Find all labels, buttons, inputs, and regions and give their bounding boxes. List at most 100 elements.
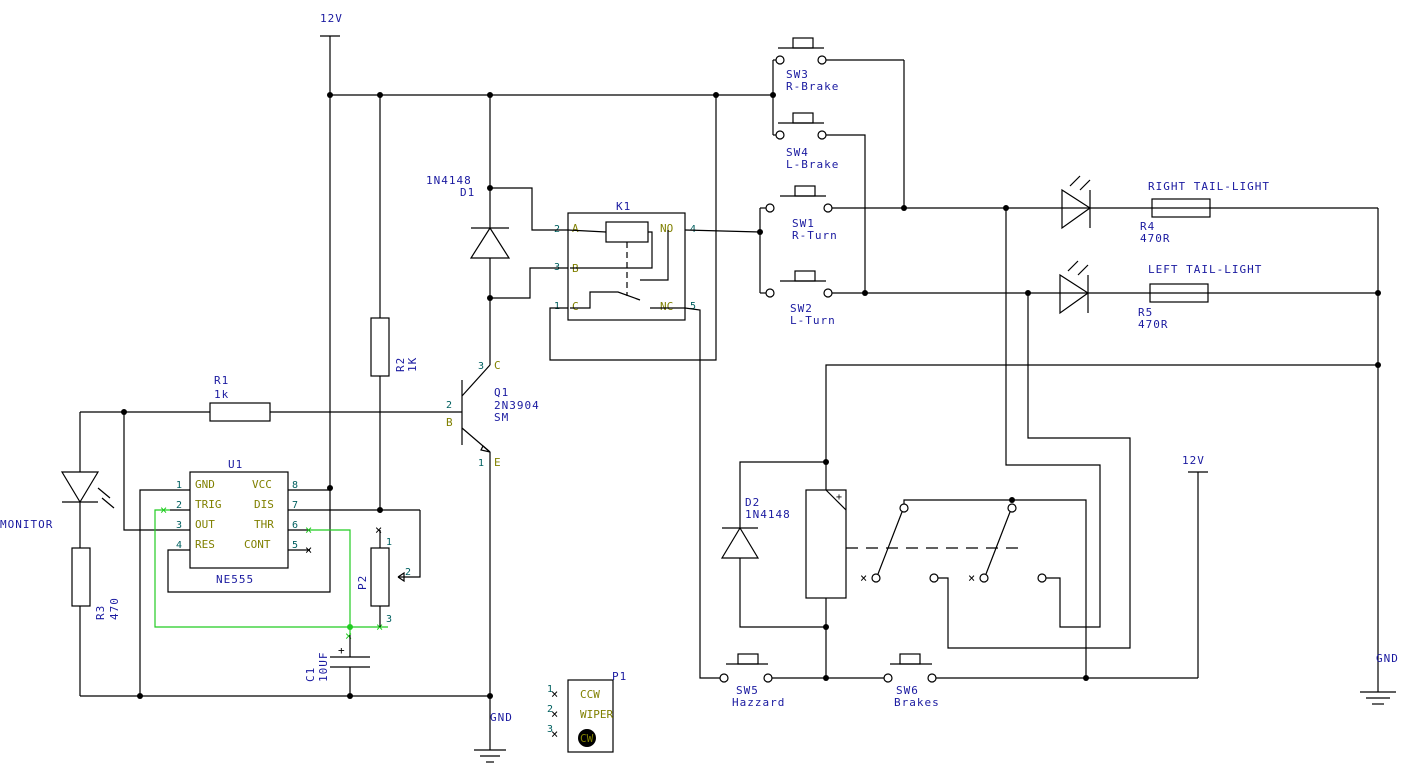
svg-text:×: × bbox=[375, 523, 382, 537]
k1-ref: K1 bbox=[616, 200, 631, 213]
right-tail-led: RIGHT TAIL-LIGHT bbox=[1003, 175, 1270, 230]
svg-text:1: 1 bbox=[554, 301, 560, 312]
svg-text:1: 1 bbox=[547, 684, 553, 695]
sw6-switch: SW6 Brakes bbox=[883, 653, 1198, 709]
top-rail-wire bbox=[327, 92, 776, 98]
nc-x-thr: × bbox=[305, 523, 312, 537]
q1-pin-b: B bbox=[446, 416, 453, 429]
q1-pin-e: E bbox=[494, 456, 501, 469]
sw1-switch: SW1 R-Turn bbox=[759, 185, 1378, 293]
svg-text:6: 6 bbox=[292, 520, 298, 531]
svg-text:×: × bbox=[551, 687, 558, 701]
svg-text:×: × bbox=[860, 571, 867, 585]
u1-pin-out: OUT bbox=[195, 518, 215, 531]
u1-pin-gnd: GND bbox=[195, 478, 215, 491]
r4-value: 470R bbox=[1140, 232, 1171, 245]
sw5-ref: SW5 bbox=[736, 684, 759, 697]
r2-ref: R2 bbox=[394, 357, 407, 372]
p1-pin-ccw: CCW bbox=[580, 688, 600, 701]
u1-pin-trig: TRIG bbox=[195, 498, 222, 511]
d1-diode: 1N4148 D1 bbox=[426, 95, 511, 365]
p1-pin-cw: CW bbox=[580, 732, 594, 745]
r5-value: 470R bbox=[1138, 318, 1169, 331]
u1-pin-vcc: VCC bbox=[252, 478, 272, 491]
sw3-value: R-Brake bbox=[786, 80, 839, 93]
r4-resistor: R4 470R bbox=[1140, 198, 1211, 245]
gnd-right-label: GND bbox=[1376, 652, 1399, 665]
svg-text:3: 3 bbox=[547, 724, 553, 735]
r5-resistor: R5 470R bbox=[1138, 283, 1209, 331]
vcc-right-symbol: 12V bbox=[1182, 454, 1208, 678]
c1-value: 10UF bbox=[317, 652, 330, 683]
left-tail-led: LEFT TAIL-LIGHT bbox=[1025, 260, 1262, 315]
q1-pkg: SM bbox=[494, 411, 509, 424]
p2-ref: P2 bbox=[356, 575, 369, 590]
gnd-bottom-symbol: GND bbox=[474, 696, 513, 763]
sw4-ref: SW4 bbox=[786, 146, 809, 159]
c1-capacitor: + C1 10UF bbox=[304, 635, 370, 699]
relay2-contacts: × × bbox=[860, 208, 1131, 678]
svg-text:3: 3 bbox=[176, 520, 182, 531]
q1-transistor: Q1 2N3904 SM C B E 3 2 1 bbox=[446, 359, 540, 696]
sw6-value: Brakes bbox=[894, 696, 940, 709]
r4-ref: R4 bbox=[1140, 220, 1155, 233]
c1-ref: C1 bbox=[304, 667, 317, 682]
svg-text:1: 1 bbox=[386, 537, 392, 548]
r2-resistor: R2 1K bbox=[370, 95, 419, 513]
left-tail-label: LEFT TAIL-LIGHT bbox=[1148, 263, 1262, 276]
r5-ref: R5 bbox=[1138, 306, 1153, 319]
svg-text:1: 1 bbox=[478, 458, 484, 469]
sw2-ref: SW2 bbox=[790, 302, 813, 315]
k1-pin-a: A bbox=[572, 222, 579, 235]
p2-potentiometer: × P2 1 2 3 bbox=[356, 510, 421, 627]
p1-ref: P1 bbox=[612, 670, 627, 683]
gnd-right-symbol: GND bbox=[1360, 385, 1399, 705]
k1-pin-nc: NC bbox=[660, 300, 673, 313]
nc-x-cont: × bbox=[305, 543, 312, 557]
u1-pin-thr: THR bbox=[254, 518, 274, 531]
p1-connector: P1 CCW WIPER CW 1 2 3 × × × bbox=[547, 670, 627, 753]
r3-value: 470 bbox=[108, 597, 121, 620]
u1-pin-res: RES bbox=[195, 538, 215, 551]
u1-pin-cont: CONT bbox=[244, 538, 271, 551]
k1-pin-no: NO bbox=[660, 222, 673, 235]
svg-text:×: × bbox=[551, 727, 558, 741]
svg-text:3: 3 bbox=[386, 614, 392, 625]
svg-text:+: + bbox=[836, 492, 842, 503]
relay2-coil: + bbox=[805, 462, 1025, 678]
svg-text:1: 1 bbox=[176, 480, 182, 491]
svg-text:7: 7 bbox=[292, 500, 298, 511]
svg-text:5: 5 bbox=[690, 301, 696, 312]
svg-text:2: 2 bbox=[176, 500, 182, 511]
r3-resistor: R3 470 bbox=[71, 547, 121, 696]
svg-text:×: × bbox=[160, 503, 167, 517]
p1-pin-wiper: WIPER bbox=[580, 708, 613, 721]
gnd-bottom-label: GND bbox=[490, 711, 513, 724]
monitor-led: MONITOR bbox=[0, 412, 115, 548]
r1-resistor: R1 1k bbox=[80, 374, 462, 422]
svg-text:8: 8 bbox=[292, 480, 298, 491]
vcc-right-label: 12V bbox=[1182, 454, 1205, 467]
svg-text:4: 4 bbox=[176, 540, 182, 551]
vcc-top-label: 12V bbox=[320, 12, 343, 25]
svg-text:2: 2 bbox=[547, 704, 553, 715]
d2-ref: D2 bbox=[745, 496, 760, 509]
d1-value: 1N4148 bbox=[426, 174, 472, 187]
q1-value: 2N3904 bbox=[494, 399, 540, 412]
sw2-switch: SW2 L-Turn bbox=[760, 270, 1378, 327]
sw6-ref: SW6 bbox=[896, 684, 919, 697]
sw3-ref: SW3 bbox=[786, 68, 809, 81]
sw5-value: Hazzard bbox=[732, 696, 785, 709]
k1-relay: K1 A B C NO NC 2 3 1 4 5 bbox=[554, 200, 696, 321]
svg-text:×: × bbox=[968, 571, 975, 585]
d1-ref: D1 bbox=[460, 186, 475, 199]
sw1-ref: SW1 bbox=[792, 217, 815, 230]
q1-pin-c: C bbox=[494, 359, 501, 372]
sw4-switch: SW4 L-Brake bbox=[773, 112, 868, 296]
r1-value: 1k bbox=[214, 388, 229, 401]
svg-text:+: + bbox=[338, 644, 345, 657]
r3-ref: R3 bbox=[94, 605, 107, 620]
u1-pin-dis: DIS bbox=[254, 498, 274, 511]
right-tail-label: RIGHT TAIL-LIGHT bbox=[1148, 180, 1270, 193]
